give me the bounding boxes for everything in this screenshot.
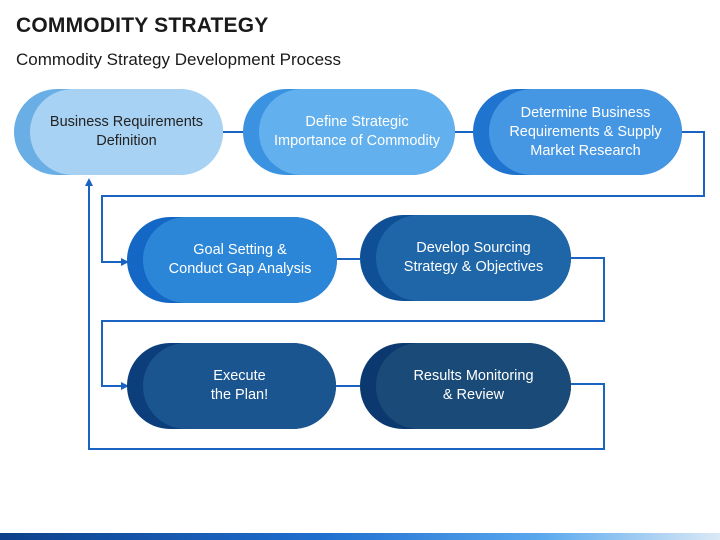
step-7-label: Results Monitoring & Review: [376, 343, 571, 429]
step-business-requirements-definition: Business Requirements Definition: [14, 89, 223, 175]
step-6-label: Execute the Plan!: [143, 343, 336, 429]
step-3-label: Determine Business Requirements & Supply…: [489, 89, 682, 175]
step-execute-the-plan: Execute the Plan!: [127, 343, 336, 429]
page-title: COMMODITY STRATEGY: [16, 14, 269, 37]
step-goal-setting: Goal Setting & Conduct Gap Analysis: [127, 217, 337, 303]
step-develop-sourcing-strategy: Develop Sourcing Strategy & Objectives: [360, 215, 571, 301]
step-4-label: Goal Setting & Conduct Gap Analysis: [143, 217, 337, 303]
connector-7-return: [85, 178, 605, 450]
footer-gradient-bar: [0, 533, 720, 540]
connector-3-4: [101, 131, 705, 266]
step-define-strategic-importance: Define Strategic Importance of Commodity: [243, 89, 455, 175]
connector-5-6: [101, 257, 605, 390]
step-5-label: Develop Sourcing Strategy & Objectives: [376, 215, 571, 301]
step-1-label: Business Requirements Definition: [30, 89, 223, 175]
step-2-label: Define Strategic Importance of Commodity: [259, 89, 455, 175]
page-subtitle: Commodity Strategy Development Process: [16, 50, 342, 69]
step-results-monitoring: Results Monitoring & Review: [360, 343, 571, 429]
step-determine-business-requirements: Determine Business Requirements & Supply…: [473, 89, 682, 175]
